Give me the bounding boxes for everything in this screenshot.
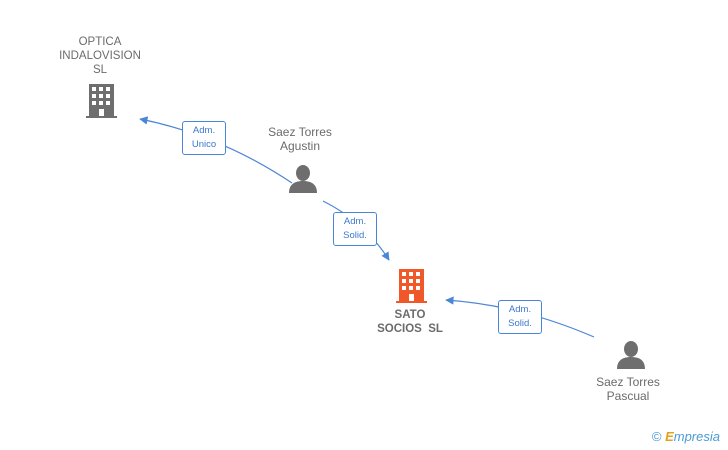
node-label-line: OPTICA (78, 36, 122, 48)
edge-label-line: Unico (191, 139, 217, 150)
copyright-symbol: © (651, 429, 662, 444)
node-label-line: INDALOVISION (59, 50, 141, 62)
node-label-optica[interactable]: OPTICA INDALOVISION SL (44, 35, 156, 77)
node-label-sato[interactable]: SATO SOCIOS SL (360, 308, 460, 336)
person-icon[interactable] (289, 165, 317, 193)
edge-label-pascual-sato[interactable]: Adm. Solid. (498, 300, 542, 334)
edge-label-line: Solid. (343, 230, 367, 241)
brand-logo-text: mpresia (673, 429, 720, 444)
edge-label-line: Solid. (508, 318, 532, 329)
edge-label-line: Adm. (192, 125, 216, 136)
node-label-line: SL (92, 64, 108, 76)
node-label-pascual[interactable]: Saez Torres Pascual (578, 375, 678, 403)
node-label-line: Saez Torres (596, 375, 660, 389)
edge-label-line: Adm. (508, 304, 532, 315)
node-label-line: SOCIOS SL (377, 323, 443, 335)
building-icon[interactable] (396, 269, 427, 303)
edge-label-agustin-sato[interactable]: Adm. Solid. (333, 212, 377, 246)
brand-logo-initial: E (665, 429, 674, 444)
person-icon[interactable] (617, 341, 645, 369)
node-label-line: Agustin (279, 139, 321, 153)
node-label-line: SATO (394, 309, 426, 321)
building-icon[interactable] (86, 84, 117, 118)
edge-label-line: Adm. (343, 216, 367, 227)
node-label-line: Pascual (606, 389, 650, 403)
node-label-line: Saez Torres (268, 125, 332, 139)
node-label-agustin[interactable]: Saez Torres Agustin (250, 125, 350, 153)
edge-label-agustin-optica[interactable]: Adm. Unico (182, 121, 226, 155)
brand-footer[interactable]: © Empresia (652, 429, 720, 444)
